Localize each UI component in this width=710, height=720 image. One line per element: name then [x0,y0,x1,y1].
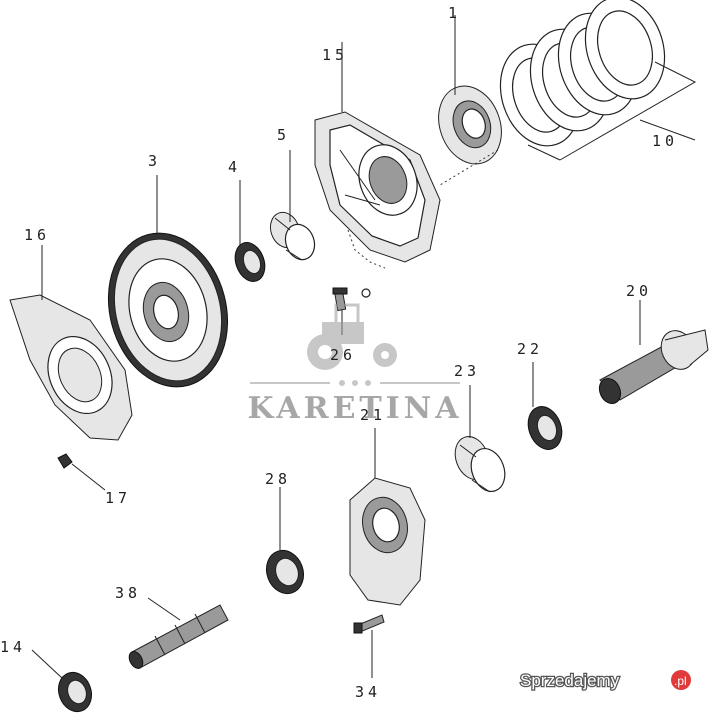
part-17-clip [57,453,106,491]
label-17: 17 [105,489,131,507]
label-21: 21 [360,406,386,424]
label-23: 23 [454,362,480,380]
marketplace-suffix: .pl [674,674,687,688]
part-22-bearing [527,362,563,450]
part-15-housing [314,42,441,269]
marketplace-dot-icon [671,670,691,690]
label-14: 14 [0,638,26,656]
marketplace-brand: Sprzedajemy [520,671,620,690]
label-10: 10 [652,132,678,150]
part-34-bolt [353,614,385,678]
part-20-shaft [598,300,709,405]
label-4: 4 [228,158,241,176]
part-14-seal [31,649,93,713]
part-1-flange [438,15,502,186]
watermark-text: KARETINA [248,391,463,426]
label-5: 5 [277,126,290,144]
part-23-ring [454,385,506,493]
part-16-guard [9,245,133,441]
label-3: 3 [148,152,161,170]
tractor-icon [307,303,397,370]
part-21-housing [349,428,426,606]
part-3-gear [107,175,229,388]
label-38: 38 [115,584,141,602]
part-38-shaft [128,597,229,669]
label-1: 1 [448,4,461,22]
label-16: 16 [24,226,50,244]
watermark [250,303,460,386]
label-34: 34 [355,683,381,701]
label-20: 20 [626,282,652,300]
part-10-gaskets [499,0,697,161]
label-28: 28 [265,470,291,488]
label-22: 22 [517,340,543,358]
part-28-seal [265,487,305,595]
label-15: 15 [322,46,348,64]
part-4-bearing [234,180,266,282]
label-26: 26 [330,346,356,364]
part-5-ring [269,150,316,261]
marketplace-watermark: Sprzedajemy .pl [519,670,691,691]
